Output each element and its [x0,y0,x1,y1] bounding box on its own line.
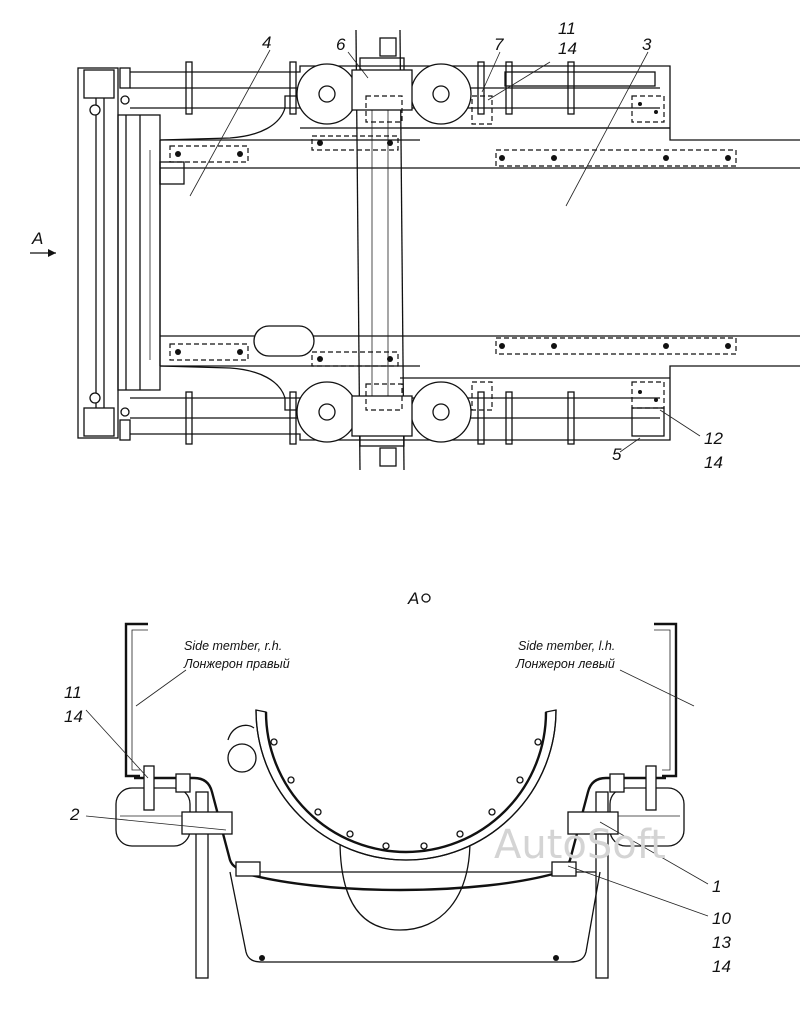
semicircle-housing [227,709,557,861]
dashed-pads [169,95,737,437]
callout-12: 12 [704,429,723,448]
subframe-outline [159,95,800,411]
front-bumper [77,67,185,441]
callout-10: 10 [712,909,731,928]
note-right-member-en: Side member, r.h. [184,639,282,653]
callout-14-bottom: 14 [712,957,731,976]
callout-14-mid: 14 [704,453,723,472]
callout-5: 5 [612,445,622,464]
watermark: AutoSoft [494,822,666,868]
side-member-rh [124,622,148,778]
view-arrow-a [30,249,56,257]
side-member-lh [654,622,678,778]
upper-wheels [296,63,472,125]
callout-14-low: 14 [64,707,83,726]
axle-brackets [351,69,413,437]
callout-11-top: 11 [558,19,576,38]
u-bolts [185,61,575,445]
plan-bolts [175,102,731,402]
callout-13: 13 [712,933,731,952]
section-label: A [407,589,419,608]
section-view [85,622,709,979]
callout-14-top: 14 [558,39,577,58]
right-bracket [553,765,666,872]
note-left-member-en: Side member, l.h. [518,639,615,653]
callout-7: 7 [494,35,504,54]
clamp-bolts [235,861,577,961]
housing-bolts [270,738,542,850]
tank-body [229,839,601,963]
section-leaders [85,669,709,917]
view-arrow-label: A [31,229,43,248]
plan-view [30,29,800,471]
section-mark-circle [421,593,431,603]
note-left-member-ru: Лонжерон левый [515,657,615,671]
note-right-member-ru: Лонжерон правый [183,657,290,671]
callout-4: 4 [262,33,271,52]
callout-1: 1 [712,877,721,896]
callout-3: 3 [642,35,652,54]
callout-2: 2 [69,805,80,824]
plan-leaders [189,49,701,453]
callout-11-low: 11 [64,683,82,702]
callout-6: 6 [336,35,346,54]
